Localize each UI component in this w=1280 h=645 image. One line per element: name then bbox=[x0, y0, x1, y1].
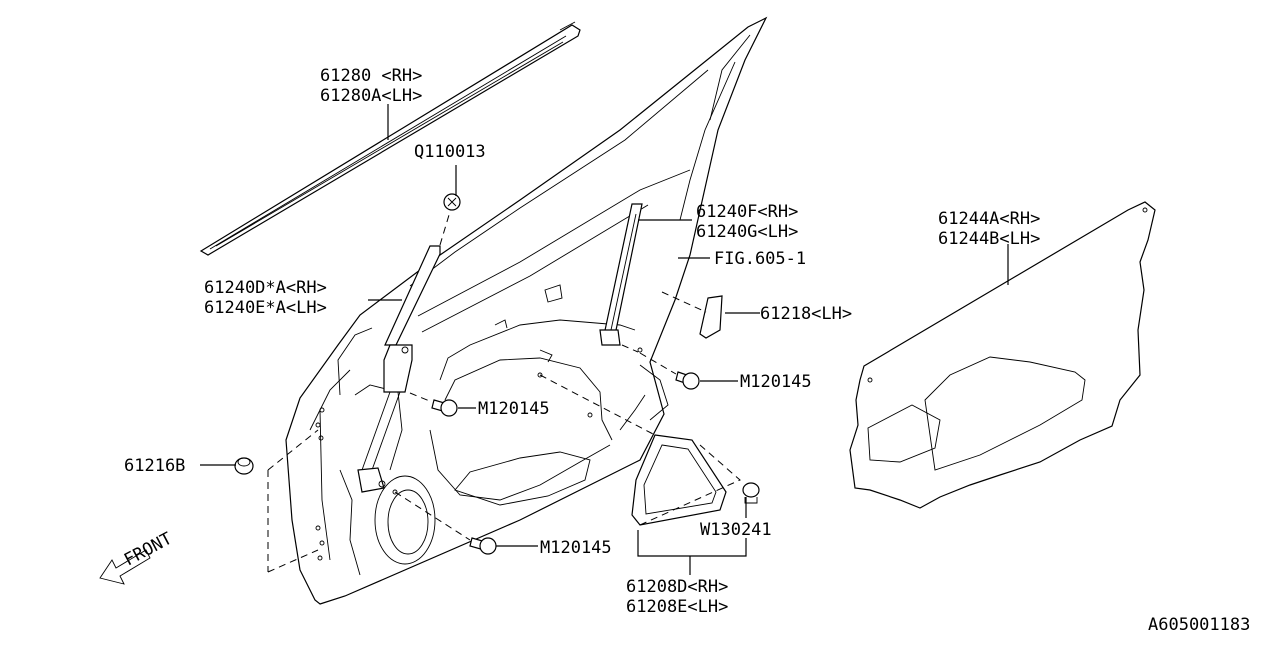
leader-lines bbox=[200, 104, 1009, 575]
clip-part bbox=[443, 193, 461, 211]
label-drawing-id: A605001183 bbox=[1148, 615, 1250, 635]
screw-part bbox=[742, 482, 760, 504]
label-moulding-rh: 61280 <RH> bbox=[320, 66, 422, 86]
label-sealing-lh: 61244B<LH> bbox=[938, 229, 1040, 249]
label-bolt-middle: M120145 bbox=[478, 399, 550, 419]
label-sealing-rh: 61244A<RH> bbox=[938, 209, 1040, 229]
label-front-sash-rh: 61240D*A<RH> bbox=[204, 278, 327, 298]
label-bracket-rh: 61208D<RH> bbox=[626, 577, 728, 597]
label-clip: Q110013 bbox=[414, 142, 486, 162]
bolt-middle bbox=[409, 392, 458, 417]
door-panel bbox=[285, 16, 768, 605]
rear-sash bbox=[599, 203, 643, 353]
label-plug: 61216B bbox=[124, 456, 185, 476]
label-moulding-lh: 61280A<LH> bbox=[320, 86, 422, 106]
belt-moulding bbox=[199, 21, 581, 256]
bolt-lower bbox=[394, 491, 497, 555]
label-rear-sash-lh: 61240G<LH> bbox=[696, 222, 798, 242]
front-direction-arrow bbox=[99, 549, 151, 585]
label-bracket-lh: 61208E<LH> bbox=[626, 597, 728, 617]
label-cover-lh: 61218<LH> bbox=[760, 304, 852, 324]
label-rear-sash-rh: 61240F<RH> bbox=[696, 202, 798, 222]
plug-part bbox=[234, 429, 319, 573]
label-bolt-lower: M120145 bbox=[540, 538, 612, 558]
label-fig-ref: FIG.605-1 bbox=[714, 249, 806, 269]
access-cover bbox=[661, 291, 723, 339]
bracket-part bbox=[539, 374, 741, 526]
label-front-sash-lh: 61240E*A<LH> bbox=[204, 298, 327, 318]
label-bolt-upper-right: M120145 bbox=[740, 372, 812, 392]
label-front: FRONT bbox=[121, 529, 176, 571]
bolt-upper-right bbox=[639, 352, 700, 390]
front-sash bbox=[357, 204, 453, 493]
label-screw: W130241 bbox=[700, 520, 772, 540]
sealing-cover bbox=[849, 201, 1156, 509]
